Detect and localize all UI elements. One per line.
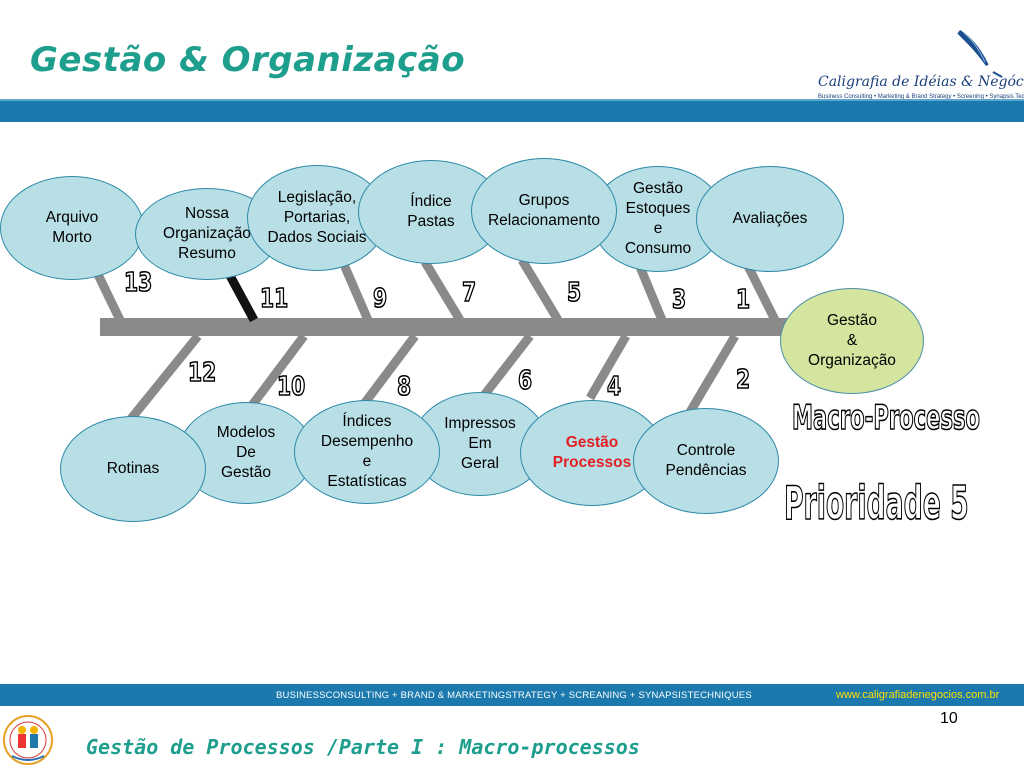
- node-label: Índice Pastas: [407, 192, 455, 230]
- node-label: Nossa Organização Resumo: [163, 204, 251, 263]
- bone-number: 12: [187, 357, 217, 389]
- node-gestao-organizacao[interactable]: Gestão & Organização: [780, 288, 924, 394]
- node-label: Índices Desempenho e Estatísticas: [320, 412, 414, 491]
- macro-processo-label: Macro-Processo: [792, 397, 981, 439]
- node-grupos-relacionamento[interactable]: Grupos Relacionamento: [471, 158, 617, 264]
- logo-text: Caligrafia de Idéias & Negócios ®: [818, 74, 1024, 90]
- node-avaliacoes[interactable]: Avaliações: [696, 166, 844, 272]
- node-label: Gestão & Organização: [808, 311, 896, 370]
- node-label: Arquivo Morto: [45, 208, 99, 246]
- prioridade-label: Prioridade 5: [784, 475, 970, 531]
- top-bones: [85, 256, 780, 323]
- bone-number: 11: [259, 283, 289, 315]
- top-band-highlight: [0, 99, 1024, 101]
- fishbone-spine: [100, 318, 790, 336]
- node-arquivo-morto[interactable]: Arquivo Morto: [0, 176, 144, 280]
- node-label: Legislação, Portarias, Dados Sociais: [267, 188, 367, 247]
- node-controle-pendencias[interactable]: Controle Pendências: [633, 408, 779, 514]
- bone-number: 10: [276, 371, 306, 403]
- bone-number: 7: [461, 277, 477, 309]
- bone-number: 3: [671, 284, 687, 316]
- bone-number: 6: [517, 365, 533, 397]
- bone-number: 8: [396, 371, 412, 403]
- page-title: Gestão & Organização: [30, 40, 466, 80]
- node-label: Controle Pendências: [665, 441, 747, 479]
- brand-logo: Caligrafia de Idéias & Negócios ® Busine…: [818, 28, 1024, 108]
- node-label: Gestão Estoques e Consumo: [624, 179, 692, 258]
- bone-number: 1: [735, 284, 751, 316]
- bone-number: 9: [372, 283, 388, 315]
- bottom-bones: [126, 333, 739, 423]
- node-gestao-estoques[interactable]: Gestão Estoques e Consumo: [591, 166, 725, 272]
- bone-number: 5: [566, 277, 582, 309]
- footer-services: BUSINESSCONSULTING + BRAND & MARKETINGST…: [276, 690, 752, 701]
- bone-number: 13: [123, 267, 153, 299]
- pen-icon: [957, 30, 1003, 78]
- corner-emblem: [0, 708, 56, 768]
- logo-subtext: Business Consulting • Marketing & Brand …: [818, 94, 1024, 100]
- node-label: Grupos Relacionamento: [487, 191, 600, 229]
- footer-url-link[interactable]: www.caligrafiadenegocios.com.br: [836, 689, 1000, 701]
- node-rotinas[interactable]: Rotinas: [60, 416, 206, 522]
- top-band: [0, 101, 1024, 122]
- bone-number: 2: [735, 364, 751, 396]
- node-label: Avaliações: [732, 209, 808, 227]
- page-number: 10: [940, 710, 958, 727]
- emblem-icon: [3, 715, 53, 765]
- node-label: Impressos Em Geral: [444, 414, 516, 473]
- top-bone-highlight: [224, 269, 258, 323]
- bone-number: 4: [606, 371, 622, 403]
- node-indices-desempenho[interactable]: Índices Desempenho e Estatísticas: [294, 400, 440, 504]
- footer-subtitle: Gestão de Processos /Parte I : Macro-pro…: [86, 735, 640, 759]
- node-label: Gestão Processos: [552, 433, 632, 471]
- node-label: Modelos De Gestão: [216, 423, 276, 482]
- node-label: Rotinas: [106, 459, 160, 477]
- bottom-band: [0, 684, 1024, 706]
